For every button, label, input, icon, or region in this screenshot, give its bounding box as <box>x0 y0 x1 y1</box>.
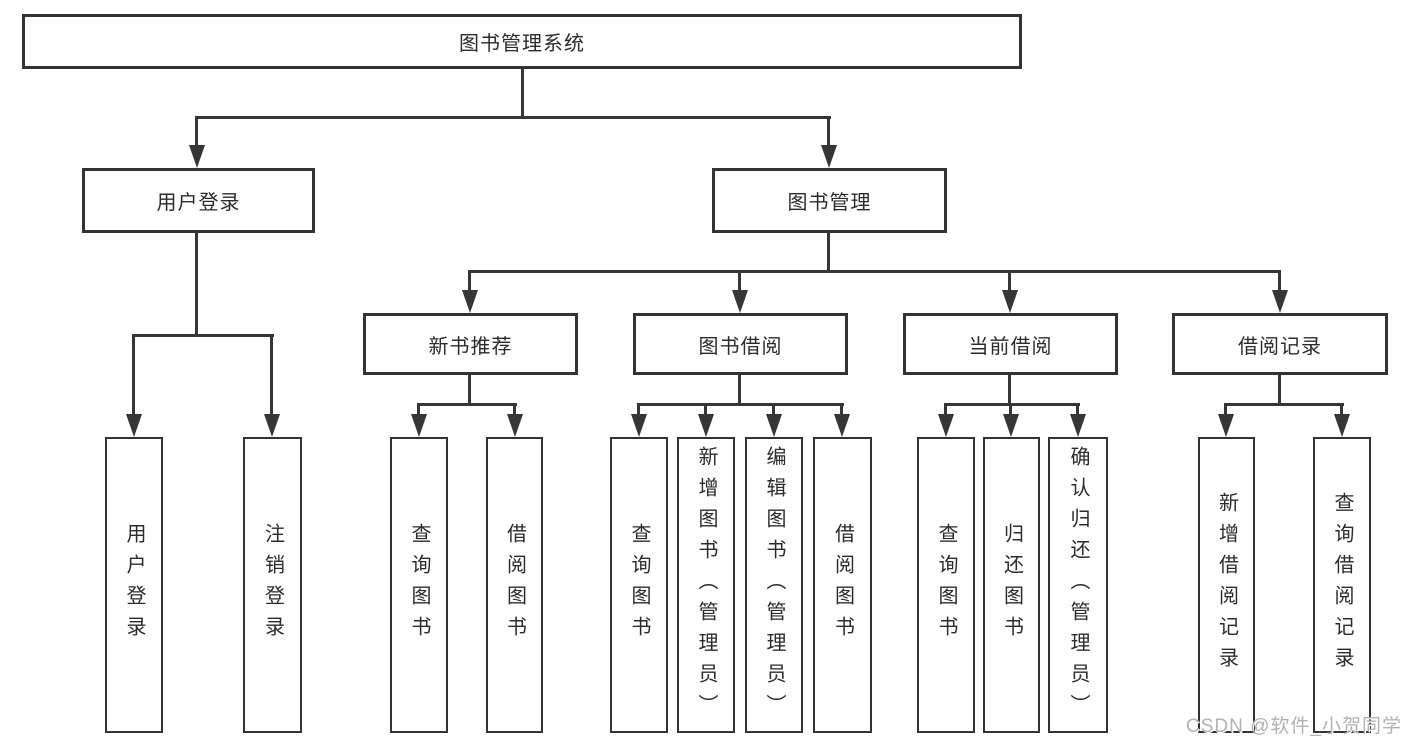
arrow-down-icon <box>732 290 748 313</box>
connector-line <box>1224 403 1344 406</box>
connector-line <box>1008 375 1011 406</box>
connector-line <box>468 270 471 294</box>
connector-line <box>468 375 471 406</box>
connector-line <box>1278 375 1281 406</box>
connector-line <box>637 403 640 419</box>
node-label: 查询图书 <box>628 523 650 647</box>
leaf-confirm-return-admin: 确认归还（管理员） <box>1048 437 1108 733</box>
csdn-watermark: CSDN @软件_小贺同学 <box>1186 716 1402 737</box>
arrow-down-icon <box>1003 414 1019 437</box>
connector-line <box>827 116 830 149</box>
leaf-logout: 注销登录 <box>243 437 302 733</box>
arrow-down-icon <box>766 414 782 437</box>
leaf-borrow-book: 借阅图书 <box>813 437 872 733</box>
connector-line <box>195 233 198 336</box>
node-label: 当前借阅 <box>968 335 1053 358</box>
arrow-down-icon <box>1070 414 1086 437</box>
arrow-down-icon <box>507 414 523 437</box>
connector-line <box>1008 270 1011 294</box>
leaf-query-books-borrow: 查询图书 <box>610 437 668 733</box>
arrow-down-icon <box>264 414 280 437</box>
node-label: 注销登录 <box>261 523 284 647</box>
node-label: 用户登录 <box>123 523 145 647</box>
node-label: 图书管理系统 <box>459 33 585 55</box>
connector-line <box>738 375 741 406</box>
arrow-down-icon <box>411 414 427 437</box>
leaf-add-book-admin: 新增图书（管理员） <box>677 437 735 733</box>
connector-line <box>944 403 947 419</box>
node-label: 新增图书（管理员） <box>695 445 717 725</box>
node-label: 确认归还（管理员） <box>1067 445 1089 725</box>
connector-line <box>468 270 1281 273</box>
leaf-edit-book-admin: 编辑图书（管理员） <box>745 437 803 733</box>
connector-line <box>417 403 517 406</box>
connector-line <box>1340 403 1343 419</box>
connector-line <box>513 403 516 419</box>
leaf-return-book: 归还图书 <box>983 437 1040 733</box>
leaf-user-login: 用户登录 <box>105 437 163 733</box>
node-new-book-recommend: 新书推荐 <box>363 313 578 375</box>
arrow-down-icon <box>462 290 478 313</box>
node-label: 借阅图书 <box>831 523 854 647</box>
node-label: 图书借阅 <box>698 335 783 358</box>
arrow-down-icon <box>938 414 954 437</box>
leaf-query-borrow-record: 查询借阅记录 <box>1313 437 1371 733</box>
connector-line <box>1278 270 1281 294</box>
node-root: 图书管理系统 <box>22 14 1022 69</box>
leaf-query-books-recommend: 查询图书 <box>390 437 448 733</box>
connector-line <box>195 116 198 149</box>
connector-line <box>944 403 1080 406</box>
leaf-add-borrow-record: 新增借阅记录 <box>1198 437 1255 733</box>
connector-line <box>840 403 843 419</box>
node-label: 新增借阅记录 <box>1215 492 1238 678</box>
connector-line <box>195 116 831 119</box>
node-label: 图书管理 <box>787 192 872 214</box>
connector-line <box>1224 403 1227 419</box>
node-user-login: 用户登录 <box>82 168 315 233</box>
node-current-borrow: 当前借阅 <box>903 313 1118 375</box>
connector-line <box>827 233 830 273</box>
connector-line <box>1076 403 1079 419</box>
node-label: 新书推荐 <box>428 335 513 358</box>
arrow-down-icon <box>834 414 850 437</box>
node-borrow-records: 借阅记录 <box>1172 313 1388 375</box>
node-label: 查询图书 <box>408 523 430 647</box>
connector-line <box>132 334 135 418</box>
node-label: 借阅记录 <box>1238 335 1322 358</box>
arrow-down-icon <box>1218 414 1234 437</box>
connector-line <box>738 270 741 294</box>
connector-line <box>704 403 707 419</box>
connector-line <box>1009 403 1012 419</box>
node-book-borrow: 图书借阅 <box>633 313 848 375</box>
leaf-borrow-book-recommend: 借阅图书 <box>486 437 543 733</box>
leaf-query-books-current: 查询图书 <box>917 437 975 733</box>
arrow-down-icon <box>698 414 714 437</box>
node-label: 编辑图书（管理员） <box>763 445 785 725</box>
connector-line <box>521 69 524 119</box>
connector-line <box>270 334 273 418</box>
node-label: 查询借阅记录 <box>1331 492 1353 678</box>
connector-line <box>637 403 844 406</box>
node-label: 用户登录 <box>156 192 241 214</box>
node-label: 归还图书 <box>1000 523 1023 647</box>
node-label: 借阅图书 <box>503 523 526 647</box>
connector-line <box>132 334 274 337</box>
arrow-down-icon <box>126 414 142 437</box>
node-book-management: 图书管理 <box>712 168 947 233</box>
arrow-down-icon <box>1334 414 1350 437</box>
arrow-down-icon <box>189 145 205 168</box>
connector-line <box>417 403 420 419</box>
node-label: 查询图书 <box>935 523 957 647</box>
arrow-down-icon <box>821 145 837 168</box>
connector-line <box>772 403 775 419</box>
arrow-down-icon <box>631 414 647 437</box>
arrow-down-icon <box>1272 290 1288 313</box>
arrow-down-icon <box>1002 290 1018 313</box>
